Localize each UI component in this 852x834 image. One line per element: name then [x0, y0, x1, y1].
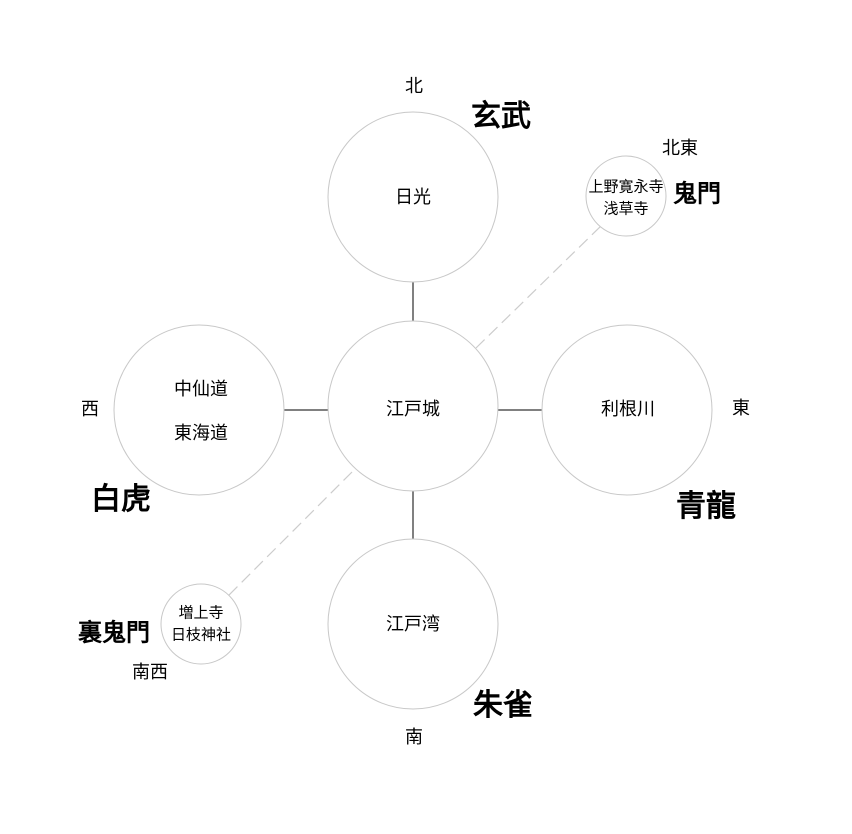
direction-west: 西 — [81, 399, 99, 421]
node-southwest-label-2: 日枝神社 — [170, 625, 232, 644]
node-circle-east — [541, 324, 713, 496]
direction-east: 東 — [732, 398, 750, 420]
node-southwest-label-1: 増上寺 — [178, 603, 224, 622]
direction-south: 南 — [405, 727, 423, 749]
direction-north: 北 — [405, 76, 423, 98]
node-circle-west — [113, 324, 285, 496]
node-east-label: 利根川 — [601, 399, 655, 421]
node-west-label-2: 東海道 — [174, 423, 228, 445]
node-circle-north — [327, 111, 499, 283]
guardian-east: 青龍 — [676, 489, 736, 524]
link-center-northeast — [475, 223, 604, 349]
node-center-label: 江戸城 — [386, 399, 440, 421]
node-circle-southwest — [160, 583, 242, 665]
gate-northeast: 鬼門 — [673, 179, 721, 208]
guardian-west: 白虎 — [91, 482, 151, 517]
node-circle-south — [327, 538, 499, 710]
guardian-north: 玄武 — [471, 99, 531, 134]
direction-southwest: 南西 — [132, 662, 168, 684]
node-northeast-label-2: 浅草寺 — [603, 199, 649, 218]
direction-northeast: 北東 — [662, 138, 698, 160]
link-center-southwest — [225, 471, 353, 599]
node-circle-center — [327, 320, 499, 492]
guardian-south: 朱雀 — [473, 688, 533, 723]
node-north-label: 日光 — [395, 187, 431, 209]
gate-southwest: 裏鬼門 — [78, 618, 150, 647]
node-northeast-label-1: 上野寛永寺 — [588, 177, 664, 196]
node-west-label-1: 中仙道 — [174, 379, 228, 401]
node-circle-northeast — [585, 155, 667, 237]
node-south-label: 江戸湾 — [386, 614, 440, 636]
